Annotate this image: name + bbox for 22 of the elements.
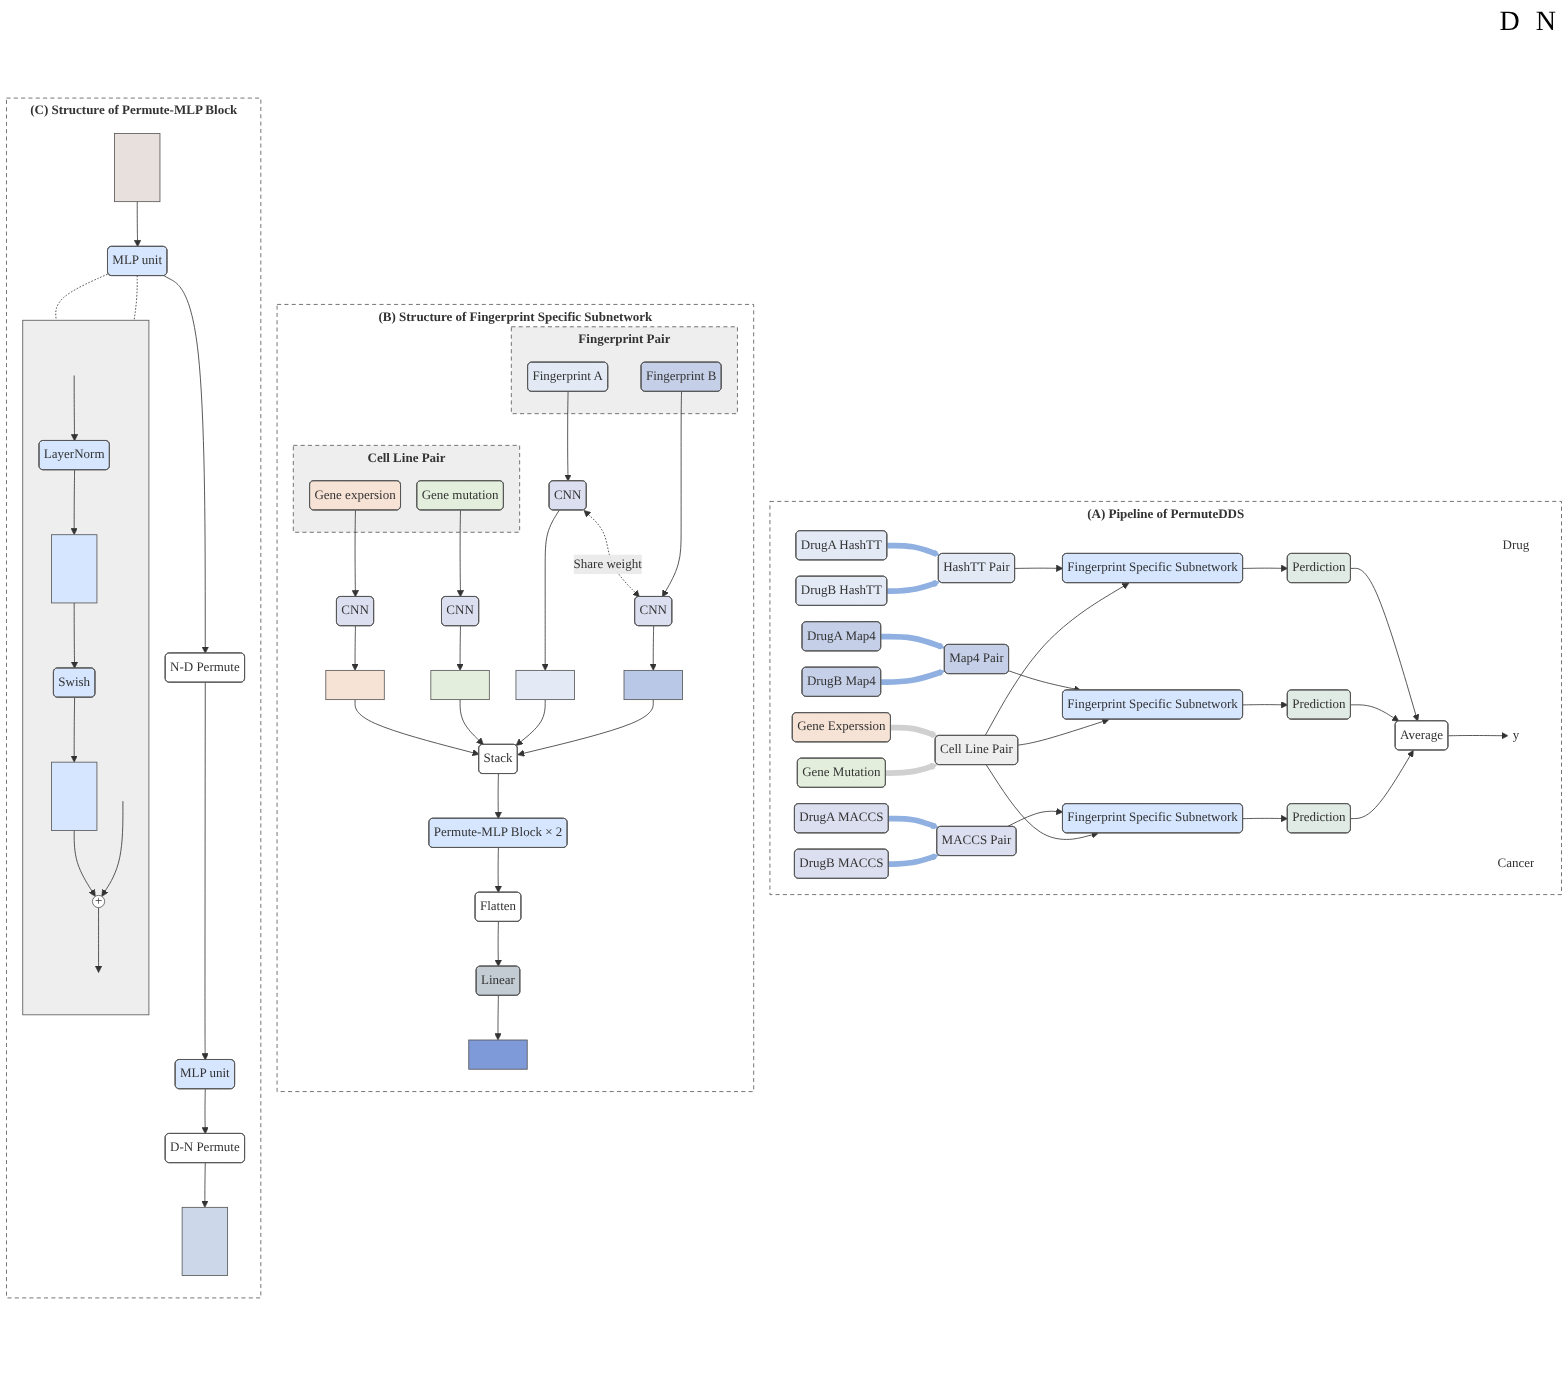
node-box <box>114 133 161 203</box>
arrow <box>887 542 941 557</box>
connector <box>55 273 108 321</box>
arrow <box>881 669 946 685</box>
axis-label: N <box>1535 8 1556 40</box>
node-bar <box>623 669 683 701</box>
node-box <box>51 534 98 604</box>
arrow <box>890 724 938 738</box>
node-bar <box>325 669 385 701</box>
arrow <box>888 853 939 867</box>
arrow <box>887 580 941 595</box>
node-box <box>51 761 98 831</box>
arrow <box>885 762 938 776</box>
axis-label: D <box>1499 8 1520 40</box>
arrow <box>881 633 946 650</box>
connector <box>133 275 138 321</box>
node-bar <box>468 1039 528 1070</box>
node-bar <box>430 669 490 701</box>
cluster <box>22 319 150 1016</box>
node-box <box>181 1206 229 1276</box>
node-bar <box>515 669 575 701</box>
arrow <box>888 815 939 830</box>
